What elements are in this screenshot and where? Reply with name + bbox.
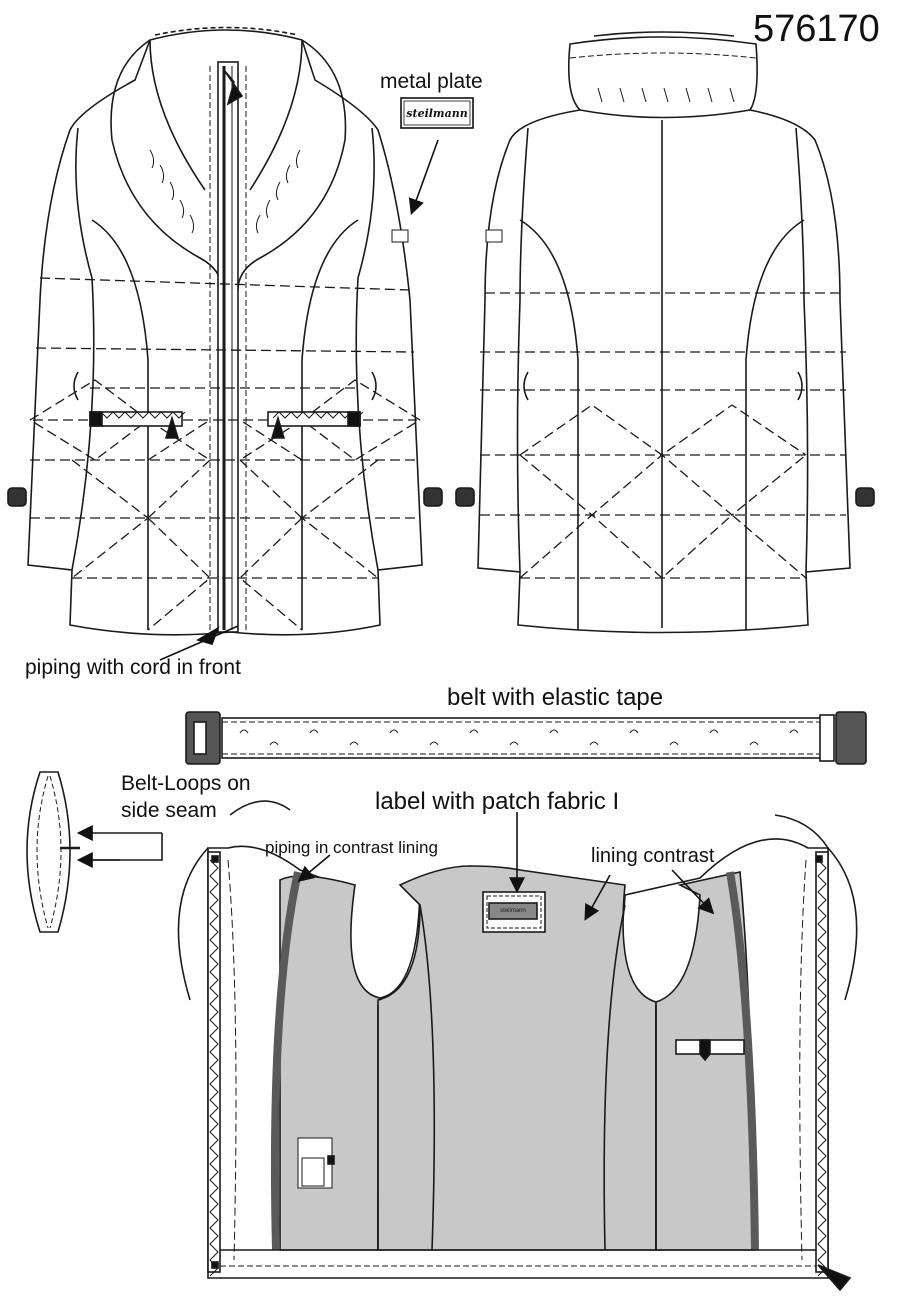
- brand-logo: steilmann: [406, 106, 468, 120]
- lining-callouts: [297, 812, 715, 921]
- lining-contrast-label: lining contrast: [591, 845, 715, 867]
- belt-loops-line2: side seam: [121, 799, 217, 822]
- belt-loops-label: Belt-Loops on side seam: [121, 770, 251, 824]
- belt-loop: [26, 771, 163, 933]
- front-view: [7, 26, 443, 636]
- belt-label: belt with elastic tape: [447, 684, 664, 711]
- inner-brand-label: steilmann: [500, 908, 526, 914]
- label-patch-label: label with patch fabric I: [375, 788, 620, 815]
- piping-contrast-label: piping in contrast lining: [265, 838, 438, 857]
- belt-loops-line1: Belt-Loops on: [121, 772, 251, 795]
- metal-plate-label: metal plate: [380, 70, 483, 93]
- style-number: 576170: [753, 8, 880, 50]
- metal-plate-callout: [159, 97, 474, 661]
- belt: [185, 711, 867, 765]
- lining-view: [177, 800, 858, 1292]
- back-view: [455, 31, 875, 634]
- piping-front-label: piping with cord in front: [25, 656, 241, 679]
